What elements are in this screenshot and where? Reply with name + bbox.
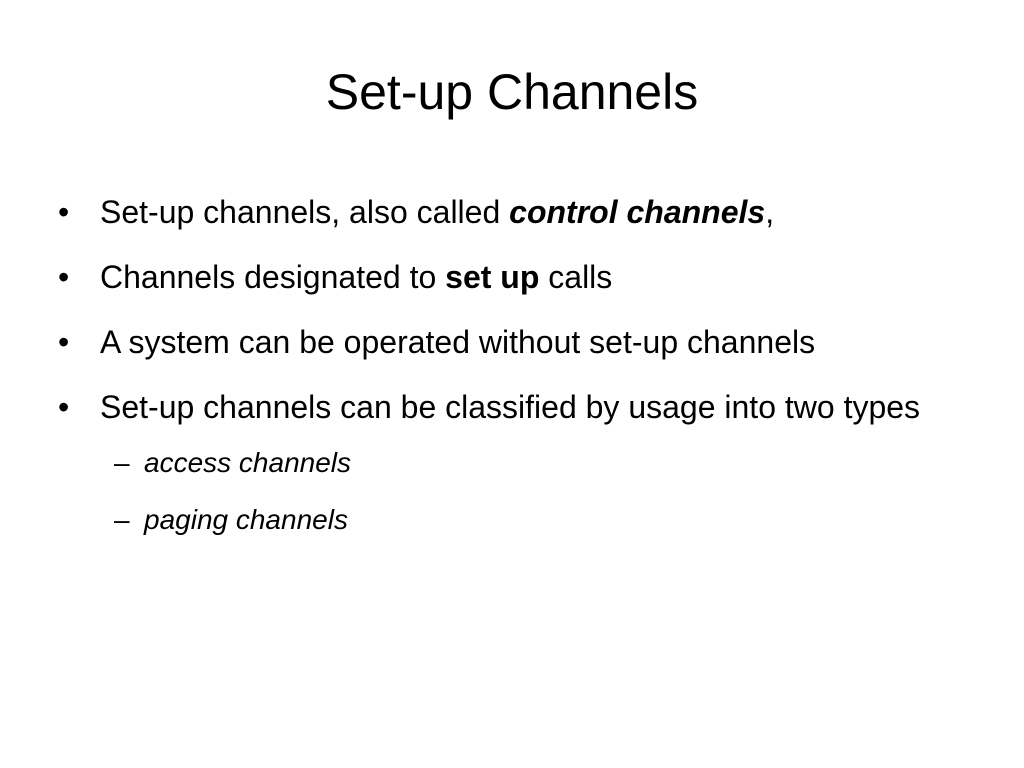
sub-bullet-item-1: –access channels xyxy=(58,438,978,488)
bullet-marker: • xyxy=(58,259,70,295)
sub-bullet-text: paging channels xyxy=(144,504,348,535)
bullet-text-plain: Set-up channels, also called xyxy=(100,194,510,230)
bullet-item-2: • Channels designated to set up calls xyxy=(58,251,978,304)
bullet-item-3: • A system can be operated without set-up… xyxy=(58,316,978,369)
bullet-text: A system can be operated without set-up … xyxy=(100,324,816,360)
bullet-text: Set-up channels can be classified by usa… xyxy=(100,389,921,425)
sub-bullet-item-2: –paging channels xyxy=(58,495,978,545)
bullet-marker: • xyxy=(58,324,70,360)
bullet-item-4: • Set-up channels can be classified by us… xyxy=(58,381,978,434)
bullet-text-plain: calls xyxy=(539,259,613,295)
bullet-list: • Set-up channels, also called control ch… xyxy=(58,186,978,552)
sub-bullet-text: access channels xyxy=(144,447,352,478)
bullet-marker: • xyxy=(58,194,70,230)
bullet-item-1: • Set-up channels, also called control ch… xyxy=(58,186,978,239)
sub-bullet-marker: – xyxy=(114,447,130,478)
bullet-marker: • xyxy=(58,389,70,425)
slide-title: Set-up Channels xyxy=(325,64,699,120)
sub-bullet-marker: – xyxy=(114,504,130,535)
bullet-text-emphasis: control channels xyxy=(509,194,766,230)
bullet-text-bold: set up xyxy=(445,259,540,295)
bullet-text-plain: Channels designated to xyxy=(100,259,446,295)
bullet-text-plain: , xyxy=(765,194,775,230)
